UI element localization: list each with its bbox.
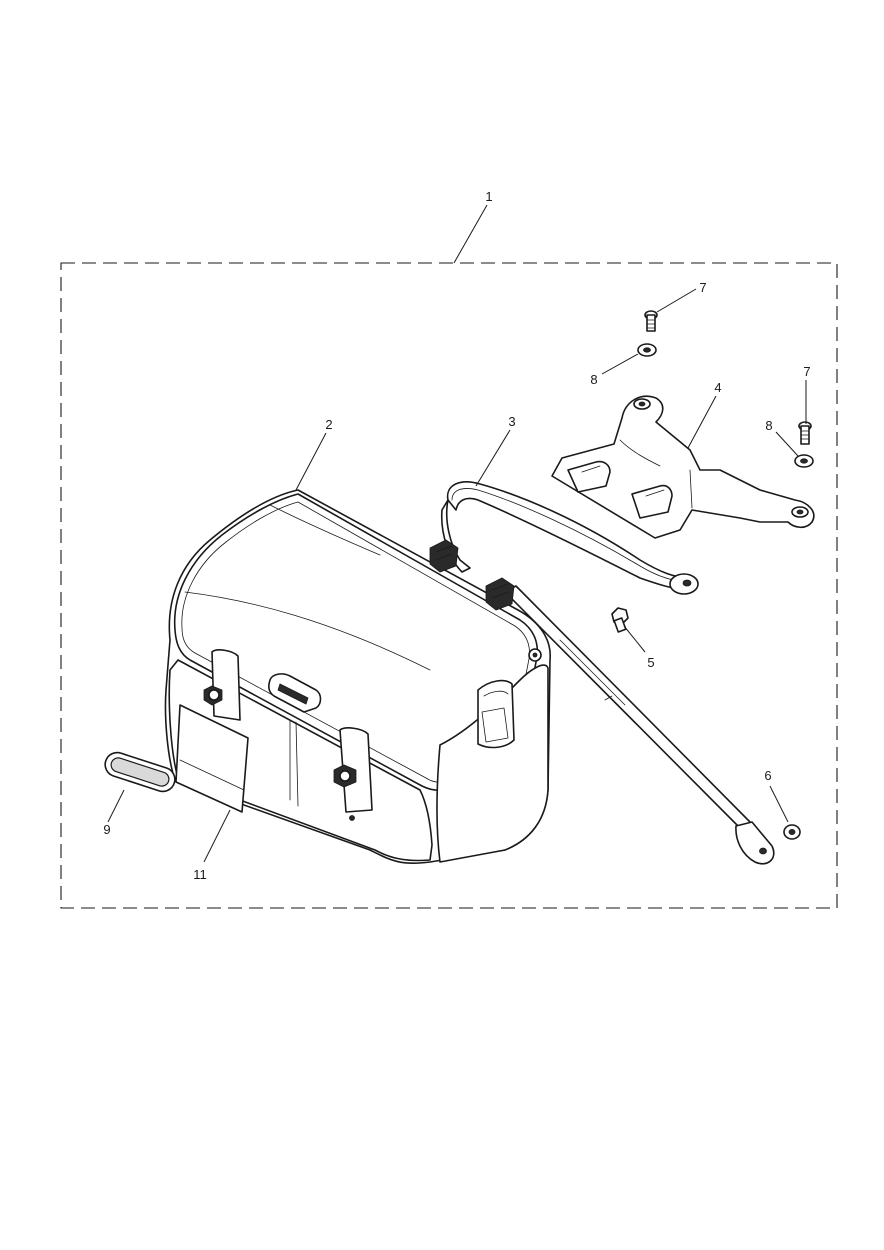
leader-7a bbox=[656, 288, 697, 313]
leader-1 bbox=[453, 204, 488, 264]
saddle-bag bbox=[164, 489, 551, 865]
callout-5: 5 bbox=[647, 655, 654, 670]
callout-1: 1 bbox=[485, 189, 492, 204]
leader-4 bbox=[687, 395, 717, 449]
leader-9 bbox=[107, 789, 125, 823]
washer-8b bbox=[794, 454, 814, 468]
number-plate-panel bbox=[175, 704, 249, 813]
callout-11: 11 bbox=[193, 867, 207, 882]
bolt-7b bbox=[798, 421, 812, 445]
leader-8b bbox=[775, 431, 799, 457]
callout-2: 2 bbox=[325, 417, 332, 432]
callout-6: 6 bbox=[764, 768, 771, 783]
rail-clip-lower bbox=[485, 577, 515, 611]
leader-6 bbox=[769, 785, 789, 823]
leader-5 bbox=[623, 625, 646, 653]
callout-8b: 8 bbox=[765, 418, 772, 433]
leader-3 bbox=[475, 429, 511, 487]
reflector bbox=[104, 751, 176, 793]
flange-bolt-5 bbox=[611, 607, 629, 633]
mounting-plate bbox=[551, 395, 815, 539]
leader-11 bbox=[203, 809, 231, 863]
callout-3: 3 bbox=[508, 414, 515, 429]
callout-9: 9 bbox=[103, 822, 110, 837]
washer-8a bbox=[637, 343, 657, 357]
callout-4: 4 bbox=[714, 380, 721, 395]
callout-8a: 8 bbox=[590, 372, 597, 387]
callout-7b: 7 bbox=[803, 364, 810, 379]
leader-8a bbox=[601, 353, 639, 375]
nut-6 bbox=[783, 824, 801, 840]
kit-boundary bbox=[60, 262, 838, 909]
rail-clip-upper bbox=[429, 539, 459, 573]
leader-2 bbox=[295, 432, 327, 491]
bolt-7a bbox=[644, 310, 658, 332]
callout-7a: 7 bbox=[699, 280, 706, 295]
